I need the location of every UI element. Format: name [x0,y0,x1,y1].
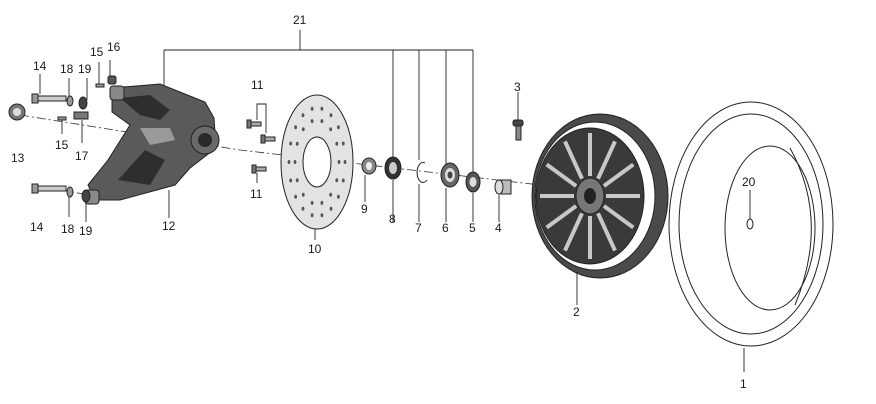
disc-hole [310,213,314,218]
bolt-part-14-bottom [31,183,67,194]
rim-spoke [596,212,617,252]
disc-hole [294,194,297,199]
kit-bracket-21 [163,30,474,172]
disc-hole [329,113,333,118]
valve-part-3 [512,119,524,141]
bearing-part-5 [465,171,481,193]
disc-hole [289,141,293,146]
rim-spoke [563,212,584,252]
washer-part-19-top [78,96,88,110]
oil-seal-part-8 [384,156,402,180]
rim-spoke [596,140,617,180]
callout-3: 3 [514,80,521,94]
callout-6: 6 [442,221,449,235]
callout-13: 13 [11,151,25,165]
callout-8: 8 [389,212,396,226]
disc-bolt-part-11-c [251,164,267,174]
disc-hole [337,160,341,164]
callout-2: 2 [573,305,580,319]
disc-hole [320,119,324,124]
clip-part-16 [107,75,117,85]
disc-hole [310,106,314,111]
callout-11-top: 11 [251,78,264,92]
callout-15-top: 15 [90,45,104,59]
callout-19-bottom: 19 [79,224,93,238]
callout-4: 4 [495,221,502,235]
callout-14-top: 14 [33,59,47,73]
disc-bolt-part-11-a [246,119,262,129]
disc-hole [343,160,347,164]
disc-hole [295,178,299,183]
disc-hole [341,141,345,146]
disc-hole [294,125,297,130]
callout-5: 5 [469,221,476,235]
disc-hole [287,160,291,164]
callout-11-bottom: 11 [250,187,263,201]
disc-hole [301,113,305,118]
disc-hole [301,192,305,197]
washer-part-18-top [66,95,74,107]
disc-hole [329,127,333,132]
swing-arm-part [84,83,220,205]
disc-hole [320,200,324,205]
circlip-part-7 [416,161,428,183]
callout-15-bottom: 15 [55,138,69,152]
callout-17: 17 [75,149,89,163]
nut-part-13 [8,103,26,121]
callout-9: 9 [361,202,368,216]
disc-hole [335,141,339,146]
rim-spoke [602,204,635,230]
callout-10: 10 [308,242,322,256]
rim-spoke [545,204,578,230]
brake-disc-part-10 [280,94,354,230]
disc-hole [341,178,345,183]
bearing-part-6 [440,162,460,188]
bracket-part-17 [73,111,89,120]
disc-hole [310,119,314,124]
disc-hole [301,127,305,132]
callout-7: 7 [415,221,422,235]
disc-bolt-part-11-b [260,134,276,144]
callout-21: 21 [293,13,307,27]
disc-hole [289,178,293,183]
disc-hole [320,213,324,218]
disc-hole [337,125,340,130]
disc-hole [329,192,333,197]
wheel-rim-part-2 [531,113,669,279]
callout-19-top: 19 [78,62,92,76]
disc-hole [337,194,340,199]
disc-hole [293,160,297,164]
callout-labels: 1 2 3 4 5 6 7 8 9 10 11 11 12 13 14 14 1… [11,13,756,391]
leader-lines [39,60,751,372]
callout-18-bottom: 18 [61,222,75,236]
rim-spoke [545,162,578,188]
disc-hole [329,206,333,211]
callout-14-bottom: 14 [30,220,44,234]
callout-16: 16 [107,40,121,54]
washer-part-19-bottom [81,189,91,203]
callout-1: 1 [740,377,747,391]
screw-part-15-top [95,83,105,88]
spacer-part-4 [494,179,512,195]
screw-part-15-bottom [57,116,67,121]
disc-hole [320,106,324,111]
rim-spoke [602,162,635,188]
disc-hole [335,178,339,183]
bolt-part-14-top [31,93,67,104]
callout-18-top: 18 [60,62,74,76]
disc-hole [295,141,299,146]
collar-part-9 [361,157,377,175]
rim-spoke [563,140,584,180]
disc-hole [310,200,314,205]
callout-12: 12 [162,219,176,233]
washer-part-18-bottom [66,186,74,198]
callout-20: 20 [742,175,756,189]
tire-part-1 [668,101,834,347]
disc-hole [301,206,305,211]
